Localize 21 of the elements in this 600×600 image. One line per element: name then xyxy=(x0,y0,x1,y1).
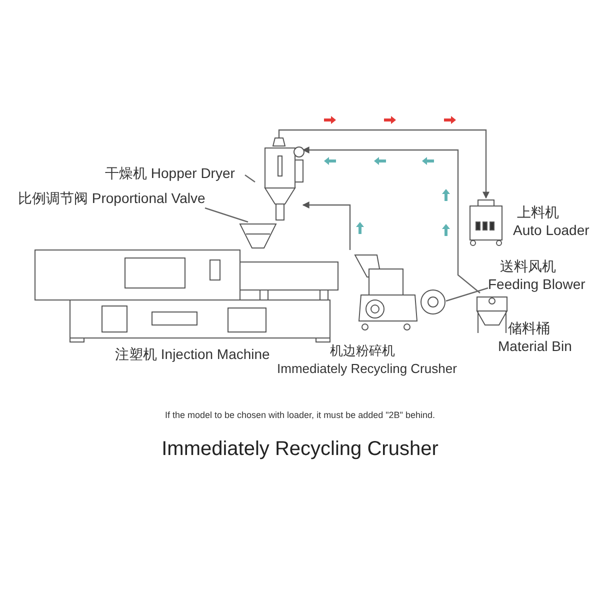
pipe-line xyxy=(278,129,490,199)
note-text: If the model to be chosen with loader, it must be added "2B" behind. xyxy=(164,410,436,420)
valve-drawing xyxy=(238,222,278,248)
part-label: 注塑机 Injection Machine xyxy=(115,346,270,363)
part-label: 储料桶 xyxy=(508,320,550,337)
part-label: 干燥机 Hopper Dryer xyxy=(105,165,235,182)
title: Immediately Recycling Crusher xyxy=(160,438,440,461)
part-label: Material Bin xyxy=(498,338,572,355)
blower-drawing xyxy=(420,289,446,315)
part-label: 上料机 xyxy=(517,204,559,221)
part-label: 机边粉碎机 xyxy=(330,342,395,359)
part-label: Immediately Recycling Crusher xyxy=(277,360,457,377)
leader-line xyxy=(446,287,488,302)
leader-line xyxy=(204,207,248,223)
leader-line xyxy=(244,174,256,182)
pipe-line xyxy=(302,202,351,250)
pipe-line xyxy=(302,146,480,294)
part-label: Feeding Blower xyxy=(488,276,586,293)
part-label: 比例调节阀 Proportional Valve xyxy=(18,190,206,207)
part-label: Auto Loader xyxy=(513,222,590,239)
part-label: 送料风机 xyxy=(500,258,556,275)
